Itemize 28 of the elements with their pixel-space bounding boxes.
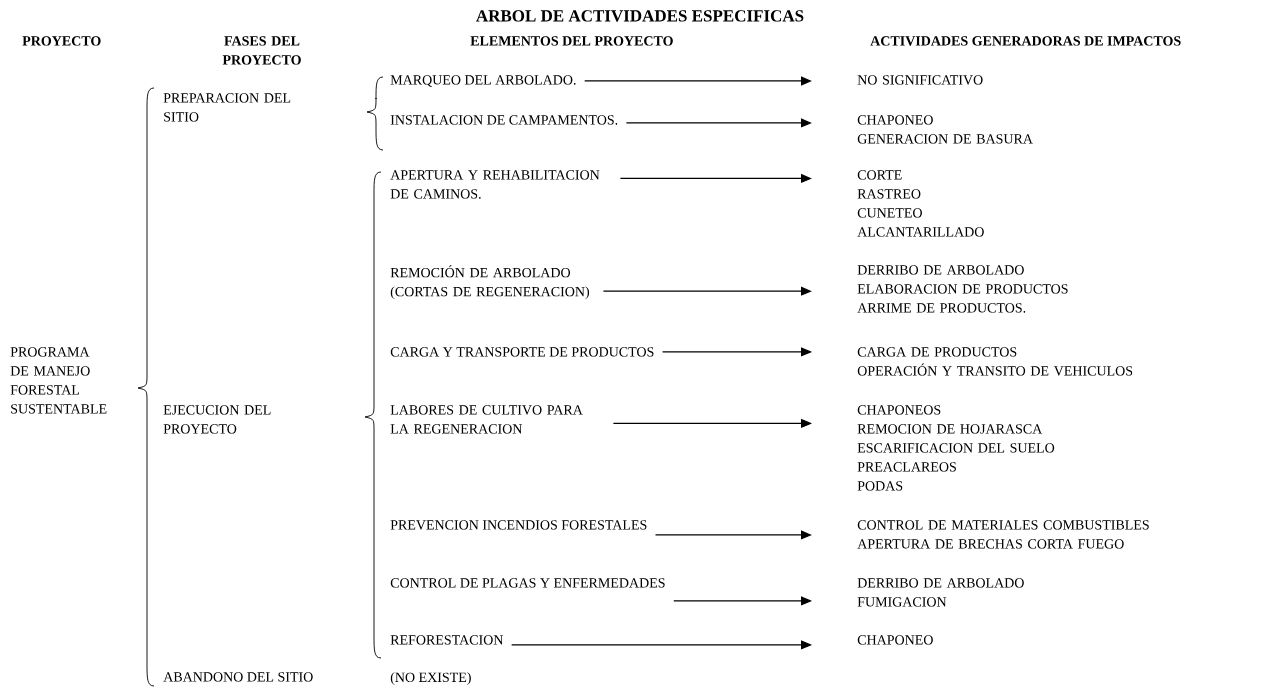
title: ARBOL DE ACTIVIDADES ESPECIFICAS (476, 10, 804, 22)
column-heading: ACTIVIDADES GENERADORAS DE IMPACTOS (870, 36, 1181, 46)
element-text: MARQUEO DEL ARBOLADO. (390, 75, 576, 87)
element-text: CONTROL DE PLAGAS Y ENFERMEDADES (390, 578, 665, 588)
impact-list: CHAPONEOS REMOCION DE HOJARASCA ESCARIFICACION DEL SUELO PREACLAREOS PODAS (857, 405, 1055, 491)
project-text: PROGRAMA DE MANEJO FORESTAL SUSTENTABLE (10, 347, 107, 414)
phase-text: ABANDONO DEL SITIO (163, 672, 313, 682)
element-text: LABORES DE CULTIVO PARA LA REGENERACION (390, 405, 583, 434)
phase-text: EJECUCION DEL PROYECTO (163, 405, 271, 434)
element-text: REMOCIÓN DE ARBOLADO (CORTAS DE REGENERACION) (390, 265, 590, 300)
impact-list: CARGA DE PRODUCTOS OPERACIÓN Y TRANSITO DE VEHICULOS (857, 347, 1133, 376)
impact-list: DERRIBO DE ARBOLADO ELABORACION DE PRODUCTOS ARRIME DE PRODUCTOS. (857, 265, 1068, 313)
impact-list: CONTROL DE MATERIALES COMBUSTIBLES APERTURA DE BRECHAS CORTA FUEGO (857, 520, 1149, 549)
element-text: CARGA Y TRANSPORTE DE PRODUCTOS (390, 347, 654, 357)
element-text: INSTALACION DE CAMPAMENTOS. (390, 115, 618, 125)
impact-list: CORTE RASTREO CUNETEO ALCANTARILLADO (857, 170, 984, 237)
column-heading: FASES DEL PROYECTO (222, 36, 301, 65)
impact-list: DERRIBO DE ARBOLADO FUMIGACION (857, 578, 1024, 607)
impact-list: NO SIGNIFICATIVO (857, 75, 983, 85)
phase-text: PREPARACION DEL SITIO (163, 93, 291, 122)
impact-list: CHAPONEO GENERACION DE BASURA (857, 115, 1033, 144)
element-text: REFORESTACION (390, 635, 504, 645)
impact-list: CHAPONEO (857, 635, 933, 645)
column-heading: ELEMENTOS DEL PROYECTO (470, 36, 673, 46)
element-text: (NO EXISTE) (390, 672, 471, 685)
element-text: APERTURA Y REHABILITACION DE CAMINOS. (390, 170, 600, 199)
element-text: PREVENCION INCENDIOS FORESTALES (390, 520, 647, 530)
column-heading: PROYECTO (22, 36, 101, 46)
